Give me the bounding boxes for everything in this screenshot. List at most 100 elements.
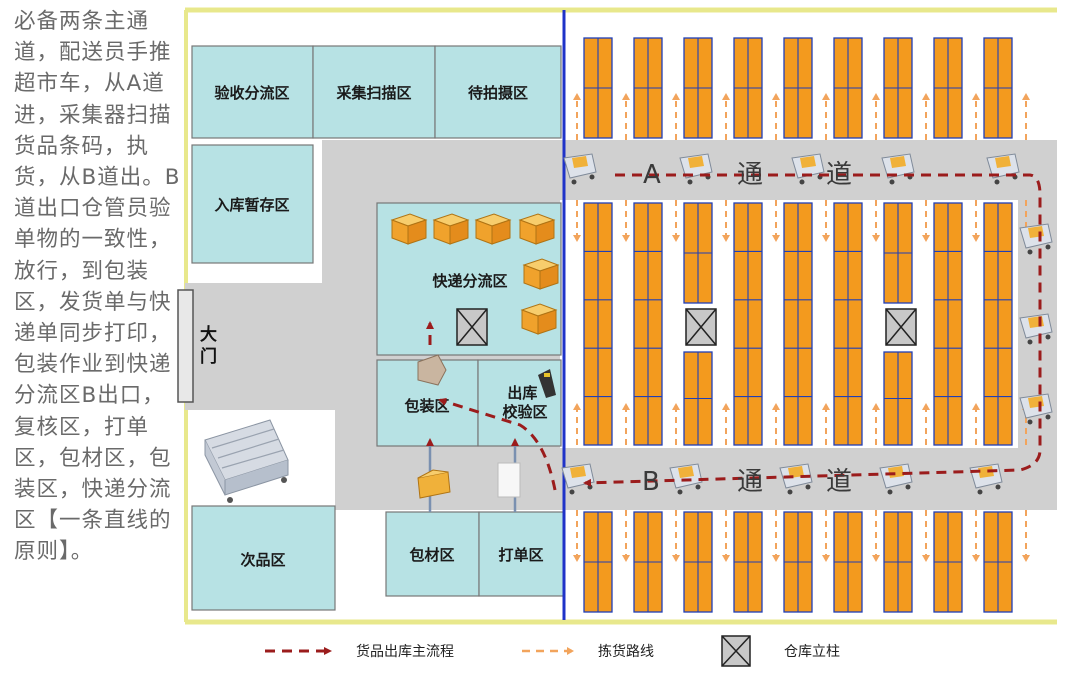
picking-routes xyxy=(573,93,1030,562)
cart-wheel xyxy=(1045,414,1051,420)
shelf-rack xyxy=(783,37,813,139)
pillars xyxy=(456,308,917,346)
zone-print: 打单区 xyxy=(478,511,565,597)
parcel-boxes xyxy=(390,213,560,335)
shelf-rack xyxy=(733,202,763,446)
shelf-racks xyxy=(583,37,1013,613)
shelf-rack xyxy=(933,202,963,446)
parcel-box-icon xyxy=(522,258,560,290)
legend-picking-label: 拣货路线 xyxy=(598,643,654,660)
cart-icon xyxy=(779,463,813,495)
shelf-rack xyxy=(683,202,713,304)
material-box-icon xyxy=(417,469,451,499)
cart-wheel xyxy=(1045,244,1051,250)
zone-defective-label: 次品区 xyxy=(240,551,285,569)
cart-goods xyxy=(800,156,816,168)
shelf-rack xyxy=(883,37,913,139)
zone-print-label: 打单区 xyxy=(498,546,543,564)
shelf-rack xyxy=(983,202,1013,446)
cart-wheel xyxy=(977,489,983,495)
cart-wheel xyxy=(569,489,575,495)
zone-express-sort-label: 快递分流区 xyxy=(432,272,507,290)
zone-inbound-temp-label: 入库暂存区 xyxy=(214,196,289,214)
parcel-box-icon xyxy=(518,213,556,245)
cart-goods xyxy=(572,156,588,168)
shelf-rack xyxy=(583,511,613,613)
cart-wheel xyxy=(1027,249,1033,255)
zone-scan-label: 采集扫描区 xyxy=(335,84,411,102)
zone-material: 包材区 xyxy=(385,511,480,597)
gate-label-2: 门 xyxy=(200,346,217,367)
cart-wheel xyxy=(1027,419,1033,425)
cart-wheel xyxy=(905,484,911,490)
aisle-a-letter: A xyxy=(643,160,661,190)
cart-goods xyxy=(1028,226,1044,238)
pillar-cross xyxy=(885,308,917,346)
pillar-icon xyxy=(685,308,717,346)
pillar-cross xyxy=(456,308,488,346)
cart-wheel xyxy=(589,174,595,180)
shelf-rack xyxy=(883,351,913,446)
shelf-rack xyxy=(933,37,963,139)
scanner-icon xyxy=(538,369,556,398)
box-right xyxy=(535,219,555,245)
shelf-rack xyxy=(683,37,713,139)
legend-pillar-icon xyxy=(721,635,751,667)
cart-wheel xyxy=(1027,339,1033,345)
legend-pillar-label: 仓库立柱 xyxy=(784,644,840,660)
shelf-rack xyxy=(583,37,613,139)
cart-goods xyxy=(888,466,904,478)
zone-photo-label: 待拍摄区 xyxy=(468,84,528,102)
cart-goods xyxy=(678,466,694,478)
legend: 货品出库主流程 拣货路线 仓库立柱 xyxy=(265,635,840,667)
gate xyxy=(177,289,194,403)
cart-goods xyxy=(995,156,1011,168)
cart-wheel xyxy=(695,484,701,490)
aisle-a-char-2: 道 xyxy=(826,160,852,190)
zone-photo: 待拍摄区 xyxy=(434,45,562,139)
cart-wheel xyxy=(571,179,577,185)
zone-inbound-temp: 入库暂存区 xyxy=(191,144,314,264)
shelf-rack xyxy=(633,37,663,139)
main-flow-to-packing xyxy=(438,397,557,491)
parcel-box-icon xyxy=(474,213,512,245)
shelf-rack xyxy=(583,202,613,446)
aisle-a-char-1: 通 xyxy=(737,160,763,190)
parcel-box-icon xyxy=(432,213,470,245)
zone-scan: 采集扫描区 xyxy=(312,45,436,139)
carts xyxy=(561,153,1053,495)
box-right xyxy=(407,219,427,245)
shelf-rack xyxy=(833,37,863,139)
shelf-rack xyxy=(783,202,813,446)
cart-wheel xyxy=(799,179,805,185)
cart-wheel xyxy=(995,484,1001,490)
box-right xyxy=(537,309,557,335)
gate-label-1: 大 xyxy=(200,324,217,345)
shelf-rack xyxy=(733,511,763,613)
box-right xyxy=(491,219,511,245)
cart-goods xyxy=(788,466,804,478)
parcel-box-icon xyxy=(390,213,428,245)
main-flow-aisle-a xyxy=(583,173,1042,487)
cart-goods xyxy=(570,466,586,478)
pillar-icon xyxy=(456,308,488,346)
shelf-rack xyxy=(683,351,713,446)
zone-receiving: 验收分流区 xyxy=(191,45,314,139)
package-icon xyxy=(417,354,447,386)
shelf-rack xyxy=(933,511,963,613)
cart-icon xyxy=(881,153,915,185)
pillar-icon xyxy=(885,308,917,346)
cart-icon xyxy=(679,153,713,185)
cart-goods xyxy=(1028,396,1044,408)
shelf-rack xyxy=(883,202,913,304)
pillar-cross xyxy=(685,308,717,346)
paper-icon xyxy=(497,462,521,498)
cart-wheel xyxy=(677,489,683,495)
shelf-rack xyxy=(683,511,713,613)
aisle-b-char-2: 道 xyxy=(826,467,852,497)
box-right xyxy=(539,264,559,290)
cart-wheel xyxy=(887,489,893,495)
cart-wheel xyxy=(889,179,895,185)
zone-material-label: 包材区 xyxy=(409,546,454,564)
